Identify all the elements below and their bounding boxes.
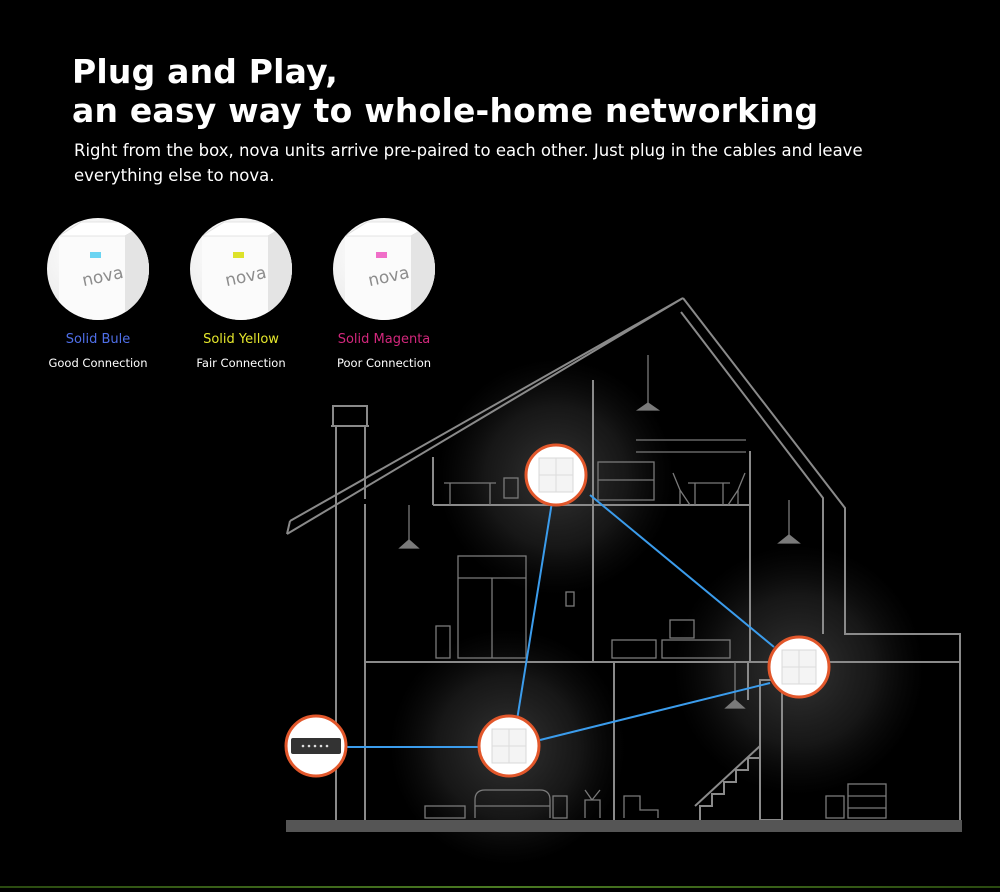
indicator-yellow: nova Solid Yellow Fair Connection bbox=[171, 218, 311, 370]
nova-cube-icon bbox=[491, 728, 527, 764]
indicator-description: Good Connection bbox=[48, 356, 148, 370]
indicator-color-label: Solid Bule bbox=[65, 332, 131, 347]
indicator-description: Fair Connection bbox=[196, 356, 286, 370]
headline-line-2: an easy way to whole-home networking bbox=[72, 91, 819, 130]
ground-floor-base bbox=[286, 820, 962, 832]
nova-cube-icon: nova bbox=[333, 218, 435, 320]
mesh-links bbox=[347, 476, 775, 748]
indicator-blue: nova Solid Bule Good Connection bbox=[28, 218, 168, 370]
intro-text: Right from the box, nova units arrive pr… bbox=[74, 141, 863, 185]
nova-node-right bbox=[767, 635, 831, 699]
furniture bbox=[398, 355, 887, 819]
nova-node-ground bbox=[477, 714, 541, 778]
indicator-magenta: nova Solid Magenta Poor Connection bbox=[314, 218, 454, 370]
indicator-description: Poor Connection bbox=[336, 356, 432, 370]
router-node bbox=[284, 714, 348, 778]
nova-cube-icon bbox=[781, 649, 817, 685]
indicator-color-label: Solid Yellow bbox=[203, 332, 279, 347]
router-icon bbox=[291, 738, 341, 754]
nova-cube-icon: nova bbox=[47, 218, 149, 320]
nova-node-attic bbox=[524, 443, 588, 507]
nova-cube-icon bbox=[538, 457, 574, 493]
headline-line-1: Plug and Play, bbox=[72, 52, 339, 91]
bottom-accent-line bbox=[0, 886, 1000, 888]
headline: Plug and Play, an easy way to whole-home… bbox=[72, 52, 818, 130]
indicator-color-label: Solid Magenta bbox=[337, 332, 431, 347]
